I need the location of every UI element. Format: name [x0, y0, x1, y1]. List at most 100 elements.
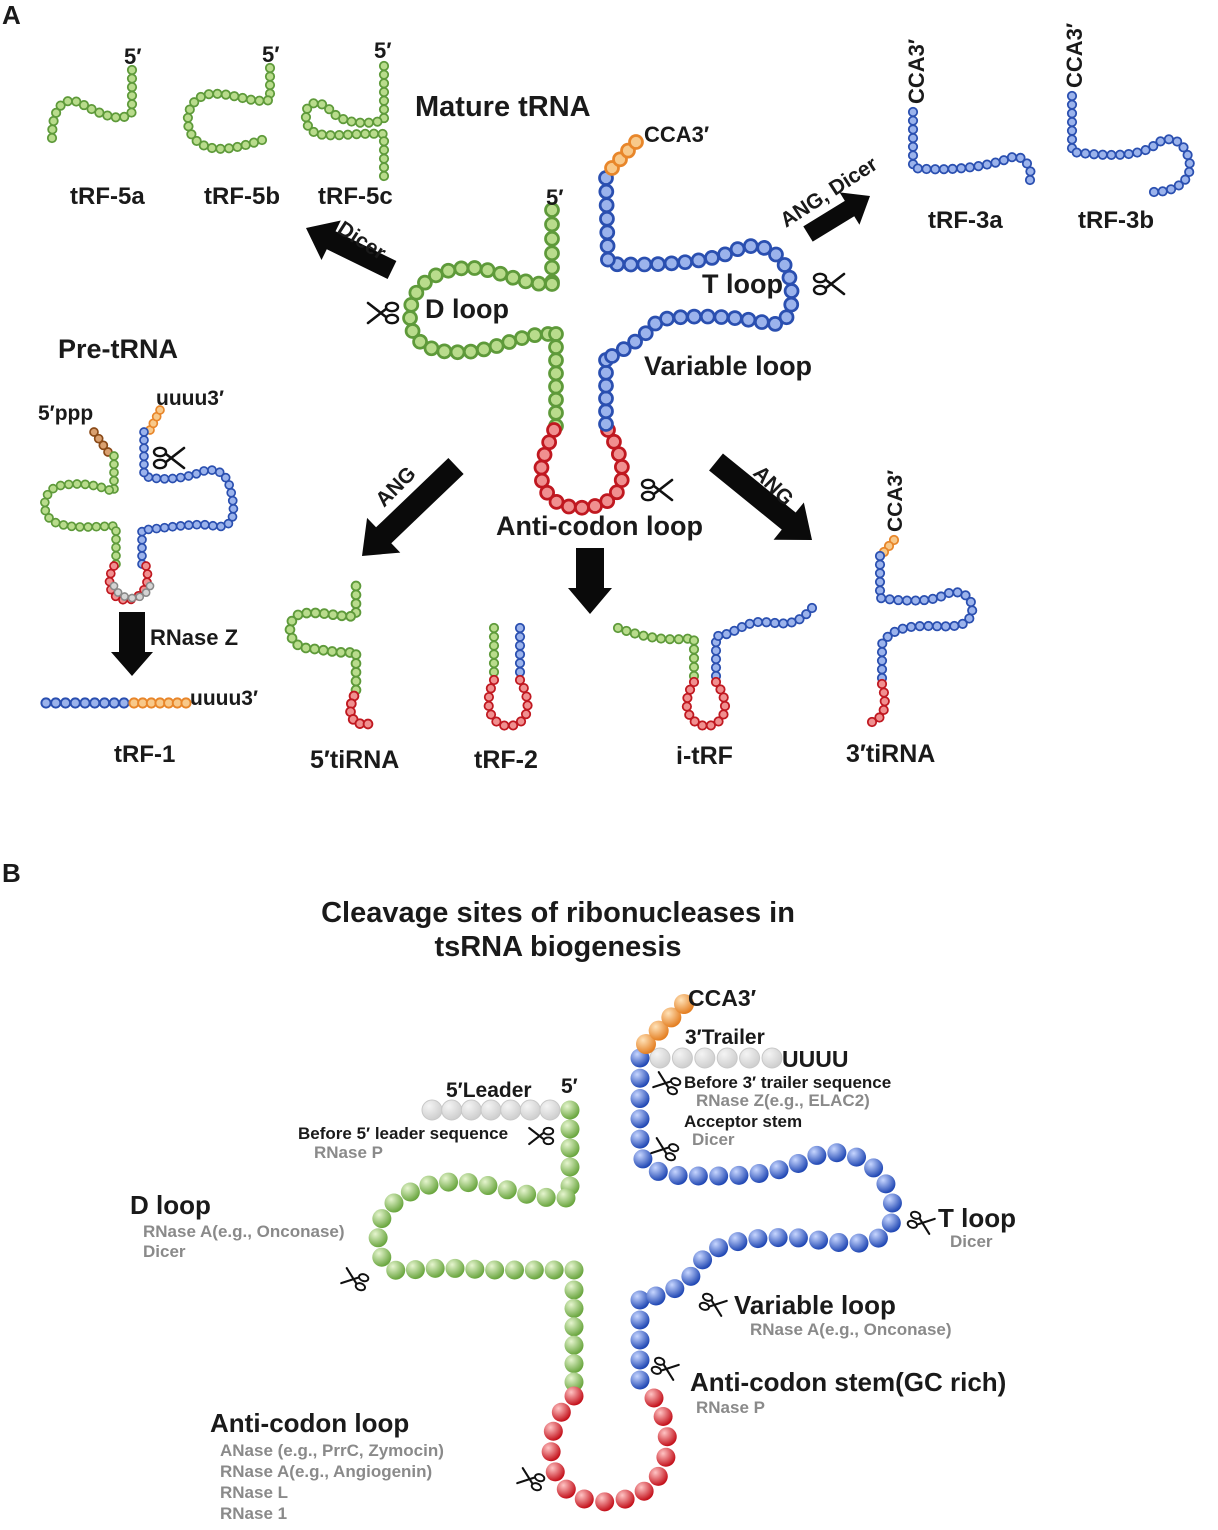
anticodon-loop-label: Anti-codon loop — [496, 511, 703, 541]
b-scissors-d-loop — [340, 1267, 370, 1292]
b-before-leader-enzyme: RNase P — [314, 1143, 383, 1162]
panel-b: B Cleavage sites of ribonucleases in tsR… — [2, 858, 1016, 1523]
arrow-ang-dicer — [803, 192, 870, 242]
cleavage-markers — [152, 272, 936, 1492]
b-uuuu: UUUU — [782, 1046, 848, 1072]
b-3prime-trailer — [649, 1047, 783, 1069]
b-scissors-trailer — [652, 1071, 682, 1096]
b-d-loop-enzyme1: RNase A(e.g., Onconase) — [143, 1222, 345, 1241]
tirna3-label: 3′tiRNA — [846, 740, 935, 768]
trf2-green — [488, 622, 500, 678]
cca3-trf3b: CCA3′ — [1062, 23, 1087, 88]
tirna5-label: 5′tiRNA — [310, 746, 399, 774]
trf1-blue — [40, 697, 130, 709]
d-loop-label: D loop — [425, 294, 509, 324]
b-t-loop-enzyme: Dicer — [950, 1232, 993, 1251]
process-arrows — [111, 192, 870, 676]
mature-d-loop — [402, 260, 560, 361]
b-acceptor-enzyme: Dicer — [692, 1130, 735, 1149]
b-anticodon-enzyme-2: RNase A(e.g., Angiogenin) — [220, 1462, 432, 1481]
b-anticodon-enzyme-1: ANase (e.g., PrrC, Zymocin) — [220, 1441, 444, 1460]
panel-b-title-line2: tsRNA biogenesis — [434, 931, 681, 963]
t-loop-label: T loop — [702, 269, 783, 299]
cca3-trf3a: CCA3′ — [904, 39, 929, 104]
b-5prime: 5′ — [561, 1075, 578, 1098]
pre-5ppp-leader — [89, 427, 113, 457]
b-variable-enzyme: RNase A(e.g., Onconase) — [750, 1320, 952, 1339]
b-scissors-variable — [698, 1292, 728, 1317]
pre-5ppp: 5′ppp — [38, 402, 93, 425]
b-d-loop-enzyme2: Dicer — [143, 1242, 186, 1261]
b-anticodon-loop — [541, 1386, 677, 1512]
trf2-red — [483, 674, 533, 731]
b-variable-loop: Variable loop — [734, 1290, 896, 1320]
scissors-anticodon — [640, 478, 674, 502]
b-cca3: CCA3′ — [688, 985, 757, 1011]
b-scissors-leader — [528, 1126, 555, 1146]
b-scissors-anticodon-loop — [516, 1467, 546, 1492]
trf5b-label: tRF-5b — [204, 183, 280, 210]
scissors-pre — [152, 446, 186, 470]
rnase-z-label: RNase Z — [150, 625, 238, 650]
trf5c-5prime: 5′ — [374, 38, 392, 63]
b-before-trailer-enzyme: RNase Z(e.g., ELAC2) — [696, 1091, 870, 1110]
pre-trna-title: Pre-tRNA — [58, 334, 178, 364]
pre-trailer — [145, 405, 165, 435]
b-leader: 5′Leader — [446, 1079, 532, 1102]
trf5b-5prime: 5′ — [262, 42, 280, 67]
mature-3prime-stem — [598, 352, 614, 432]
trf5a-label: tRF-5a — [70, 183, 145, 210]
variable-loop-label: Variable loop — [644, 351, 812, 381]
b-cca — [636, 994, 694, 1054]
arrow-down — [568, 548, 612, 614]
tirna5-red — [345, 690, 374, 730]
trf1-label: tRF-1 — [114, 741, 175, 768]
arrow-ang-right — [709, 453, 812, 540]
arrow-rnase-z — [111, 612, 153, 676]
trf5a-5prime: 5′ — [124, 44, 142, 69]
cca3-tirna3: CCA3′ — [884, 470, 907, 532]
trf3b-strand — [1066, 90, 1195, 198]
trf3a-label: tRF-3a — [928, 207, 1003, 234]
trf5a-strand — [46, 64, 138, 144]
tirna3-blue — [874, 550, 978, 684]
itrf-green — [612, 622, 700, 682]
scissors-d-loop — [366, 301, 400, 325]
trf5c-strand — [300, 60, 390, 182]
b-anticodon-stem-enzyme: RNase P — [696, 1398, 765, 1417]
b-scissors-t-loop — [906, 1210, 936, 1235]
nucleotide-strands — [40, 60, 1195, 1512]
tirna5-green — [284, 580, 362, 696]
trf3b-label: tRF-3b — [1078, 207, 1154, 234]
itrf-label: i-tRF — [676, 742, 733, 770]
mature-5prime-arm — [544, 202, 560, 290]
b-anticodon-enzyme-3: RNase L — [220, 1483, 288, 1502]
arrow-ang-left — [362, 458, 464, 556]
trf3a-strand — [907, 106, 1036, 186]
mature-5prime-stem — [548, 326, 564, 434]
arrow-dicer — [306, 220, 397, 279]
tirna3-red — [866, 678, 890, 728]
b-anticodon-enzyme-4: RNase 1 — [220, 1504, 287, 1523]
b-before-trailer: Before 3′ trailer sequence — [684, 1073, 891, 1092]
b-trailer: 3′Trailer — [685, 1026, 765, 1049]
b-d-loop — [368, 1172, 584, 1280]
scissors-t-loop — [812, 272, 846, 296]
pre-intron — [109, 581, 155, 603]
mature-anticodon-loop — [533, 422, 630, 516]
b-5prime-stem — [560, 1100, 580, 1196]
pre-5prime-arm — [40, 451, 121, 569]
b-d-loop: D loop — [130, 1190, 211, 1220]
panel-b-tag: B — [2, 858, 21, 888]
itrf-blue — [710, 602, 818, 682]
trf5b-strand — [182, 62, 276, 154]
mature-cca — [604, 134, 644, 176]
trf1-orange — [128, 697, 192, 709]
b-anticodon-loop: Anti-codon loop — [210, 1408, 409, 1438]
pre-uuuu3: uuuu3′ — [156, 387, 224, 410]
b-variable-arm — [630, 1048, 902, 1306]
b-anticodon-stem-3prime — [630, 1290, 650, 1390]
b-anticodon-stem-5prime — [564, 1280, 584, 1392]
panel-a: A Mature tRNA 5′ 5′ 5′ tRF-5a tRF-5b tRF… — [2, 0, 1154, 774]
